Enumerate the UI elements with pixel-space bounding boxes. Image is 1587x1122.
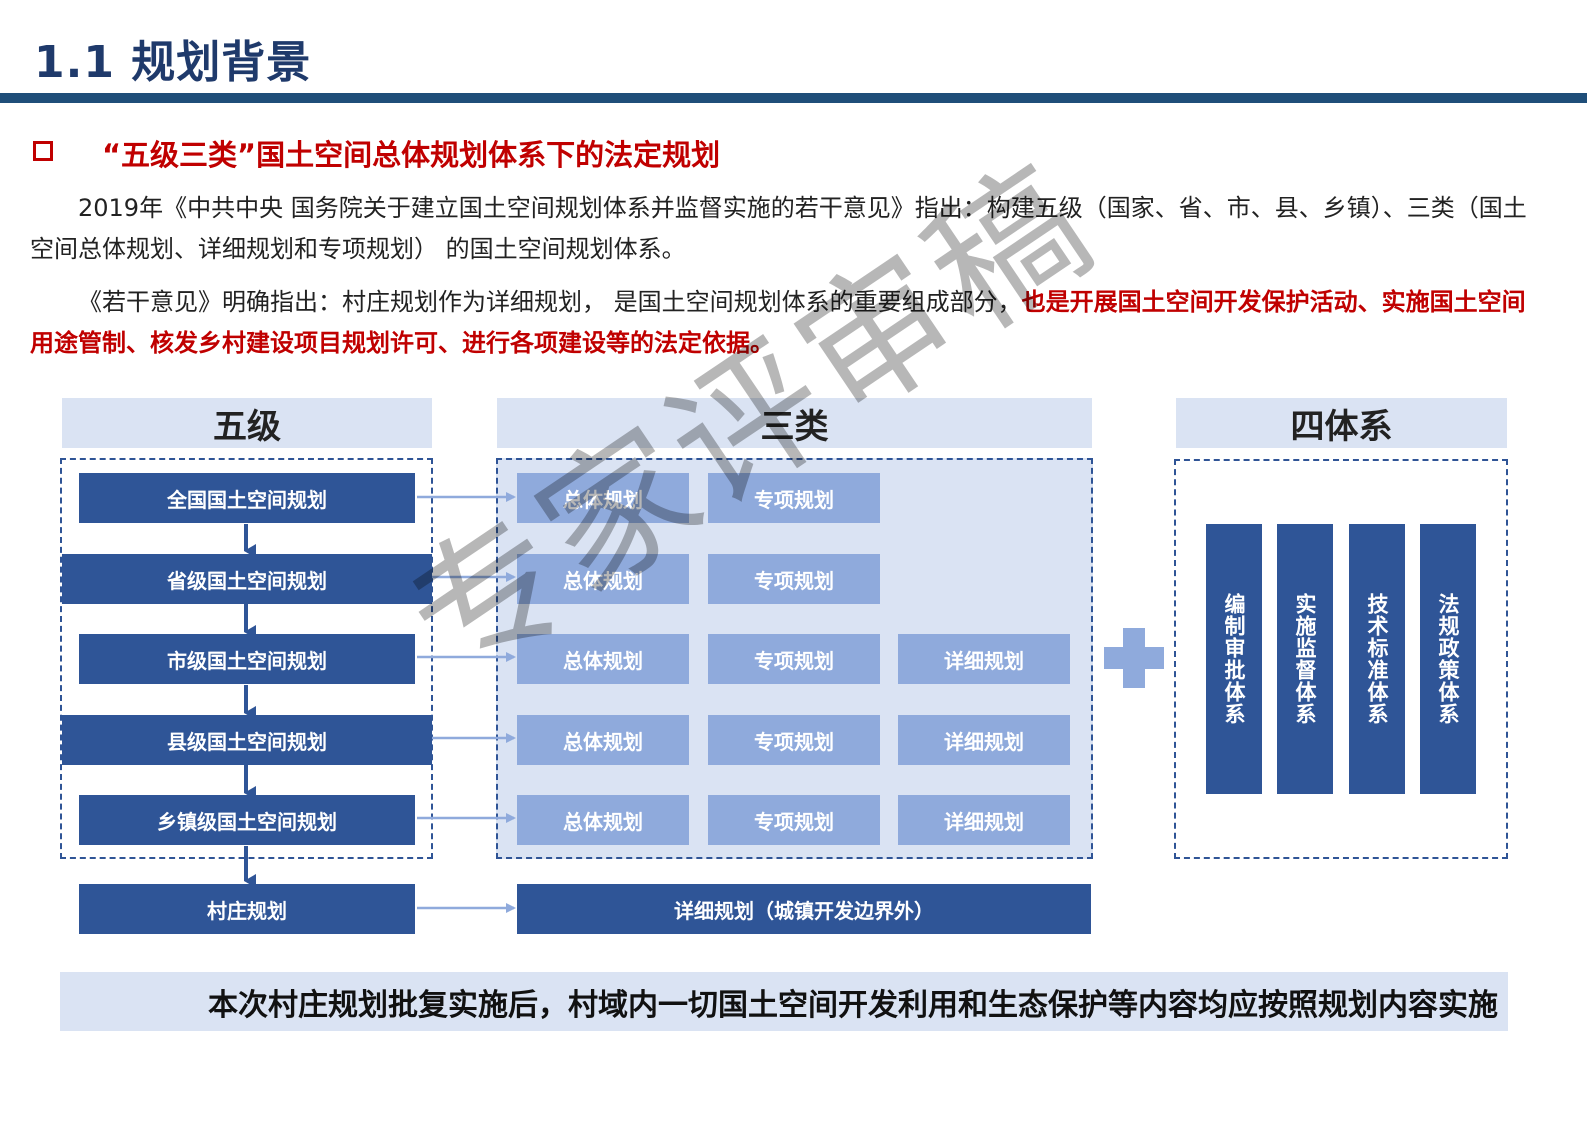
conclusion-bar: 本次村庄规划批复实施后，村域内一切国土空间开发利用和生态保护等内容均应按照规划内… [60, 972, 1508, 1031]
column-header-three-types: 三类 [497, 398, 1092, 448]
type-overall-township: 总体规划 [517, 795, 689, 845]
type-special-national: 专项规划 [708, 473, 880, 523]
section-subtitle: “五级三类”国土空间总体规划体系下的法定规划 [102, 138, 721, 172]
plus-icon-vertical [1123, 628, 1145, 688]
type-special-city: 专项规划 [708, 634, 880, 684]
title-divider [0, 93, 1587, 103]
type-special-provincial: 专项规划 [708, 554, 880, 604]
level-township: 乡镇级国土空间规划 [79, 795, 415, 845]
system-implement-supervise: 实施监督体系 [1277, 524, 1333, 794]
conclusion-text: 本次村庄规划批复实施后，村域内一切国土空间开发利用和生态保护等内容均应按照规划内… [208, 987, 1498, 1023]
system-laws-policies: 法规政策体系 [1420, 524, 1476, 794]
level-county: 县级国土空间规划 [62, 715, 432, 765]
village-plan-box: 村庄规划 [79, 884, 415, 934]
column-header-five-levels: 五级 [62, 398, 432, 448]
paragraph-2-text: 《若干意见》明确指出：村庄规划作为详细规划， 是国土空间规划体系的重要组成部分， [78, 288, 1022, 316]
paragraph-2: 《若干意见》明确指出：村庄规划作为详细规划， 是国土空间规划体系的重要组成部分，… [30, 282, 1530, 364]
system-technical-standards: 技术标准体系 [1349, 524, 1405, 794]
type-overall-provincial: 总体规划 [517, 554, 689, 604]
village-detailed-box: 详细规划（城镇开发边界外） [517, 884, 1091, 934]
paragraph-1-text: 2019年《中共中央 国务院关于建立国土空间规划体系并监督实施的若干意见》指出：… [30, 194, 1527, 263]
level-city: 市级国土空间规划 [79, 634, 415, 684]
level-provincial: 省级国土空间规划 [62, 554, 432, 604]
level-national: 全国国土空间规划 [79, 473, 415, 523]
paragraph-2-highlight: 也是开展国土空间开发保护活动、实施国土空间用途管制、核发乡村建设项目规划许可、进… [30, 288, 1526, 357]
paragraph-1: 2019年《中共中央 国务院关于建立国土空间规划体系并监督实施的若干意见》指出：… [30, 188, 1530, 270]
type-overall-city: 总体规划 [517, 634, 689, 684]
type-special-county: 专项规划 [708, 715, 880, 765]
four-systems-panel [1174, 459, 1508, 859]
bullet-square-icon [33, 141, 53, 161]
type-special-township: 专项规划 [708, 795, 880, 845]
type-detailed-county: 详细规划 [898, 715, 1070, 765]
column-header-four-systems: 四体系 [1176, 398, 1507, 448]
system-compile-approve: 编制审批体系 [1206, 524, 1262, 794]
page-title: 1.1 规划背景 [34, 37, 312, 88]
type-detailed-township: 详细规划 [898, 795, 1070, 845]
type-overall-national: 总体规划 [517, 473, 689, 523]
type-overall-county: 总体规划 [517, 715, 689, 765]
type-detailed-city: 详细规划 [898, 634, 1070, 684]
